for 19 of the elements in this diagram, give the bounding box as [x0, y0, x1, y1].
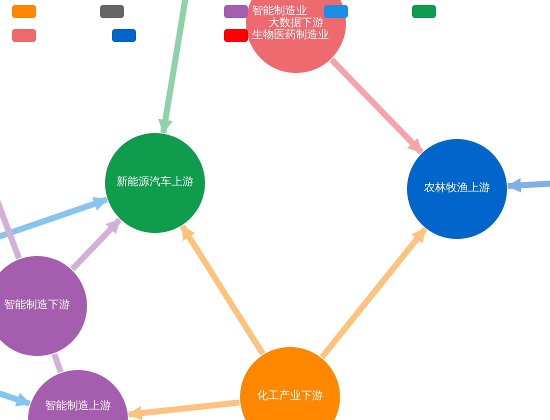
category-circle [246, 0, 346, 73]
arrow [506, 178, 550, 192]
connector-line [51, 352, 64, 374]
arrow [70, 218, 122, 272]
legend-label: 智能制造业 [252, 5, 307, 17]
node-label: 智能制造下游 [4, 299, 70, 311]
arrow [0, 196, 108, 241]
node-label: 智能制造上游 [45, 400, 111, 412]
arrow [158, 0, 189, 134]
node-label: 化工产业下游 [257, 390, 323, 402]
arrow [320, 226, 428, 360]
category-circle [240, 347, 340, 420]
node-label: 农林牧渔上游 [424, 182, 490, 194]
arrow [329, 58, 424, 154]
node-label: 大数据下游 [268, 17, 324, 29]
arrow [0, 389, 32, 407]
arrow [180, 224, 266, 356]
node-label: 新能源汽车上游 [116, 176, 194, 188]
legend-label: 生物医药制造业 [252, 29, 329, 41]
